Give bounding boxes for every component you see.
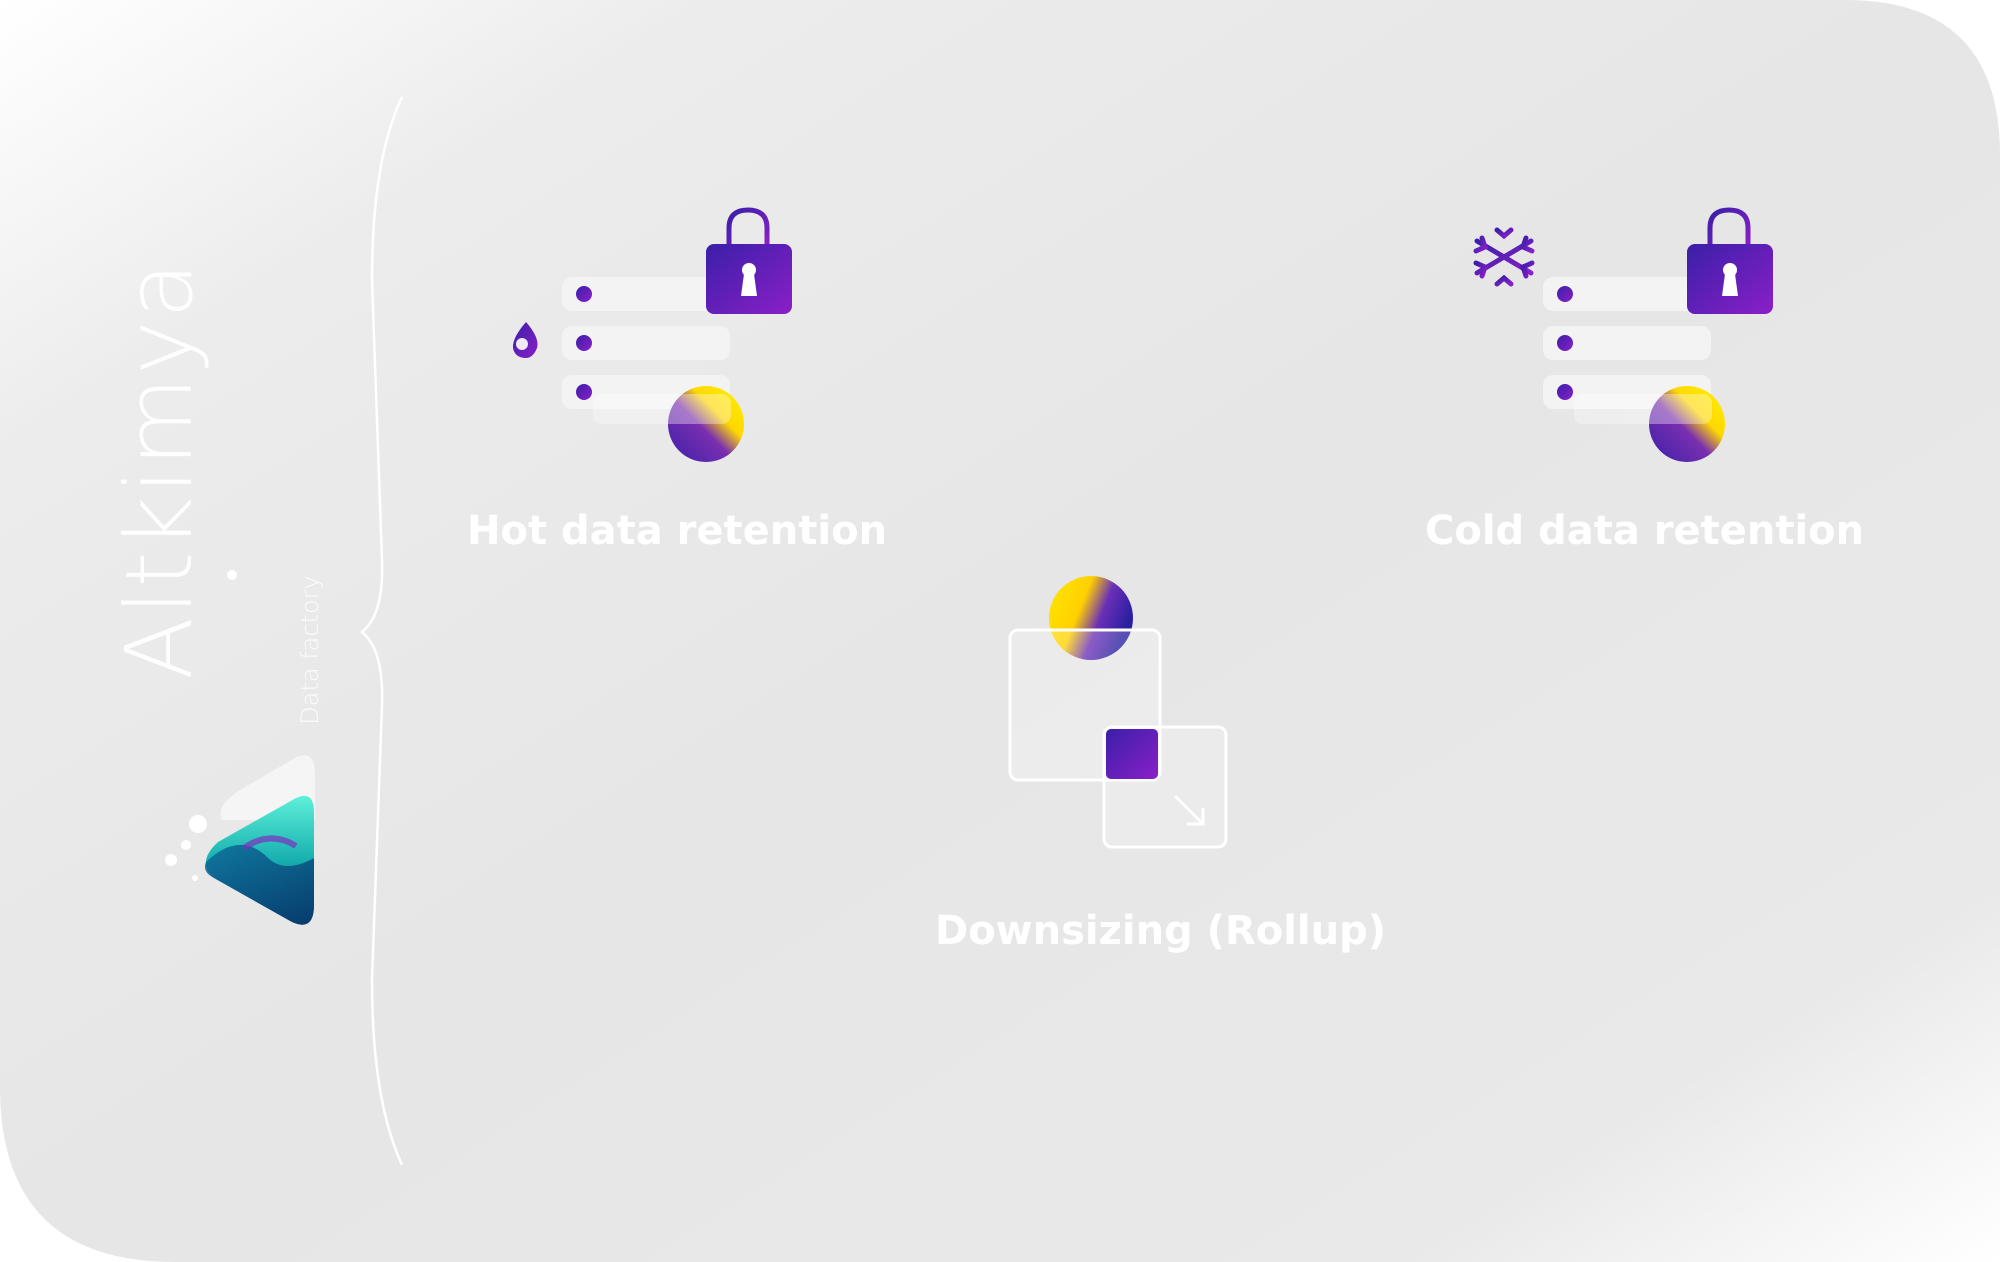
padlock-icon	[1687, 207, 1773, 314]
hot-data-icon	[512, 207, 792, 462]
padlock-icon	[706, 207, 792, 314]
brand-tagline: Data factory	[296, 575, 324, 725]
rollup-icon	[1008, 576, 1228, 849]
thermometer-icon	[512, 247, 538, 358]
rollup-label: Downsizing (Rollup)	[935, 908, 1387, 954]
hot-data-label: Hot data retention	[467, 508, 888, 554]
snowflake-icon	[1473, 223, 1535, 291]
brace-divider	[359, 96, 404, 1166]
logo-mark	[165, 570, 315, 925]
cold-data-icon	[1473, 207, 1773, 462]
brand-name: Altkimya	[106, 260, 213, 680]
cold-data-label: Cold data retention	[1425, 508, 1865, 554]
